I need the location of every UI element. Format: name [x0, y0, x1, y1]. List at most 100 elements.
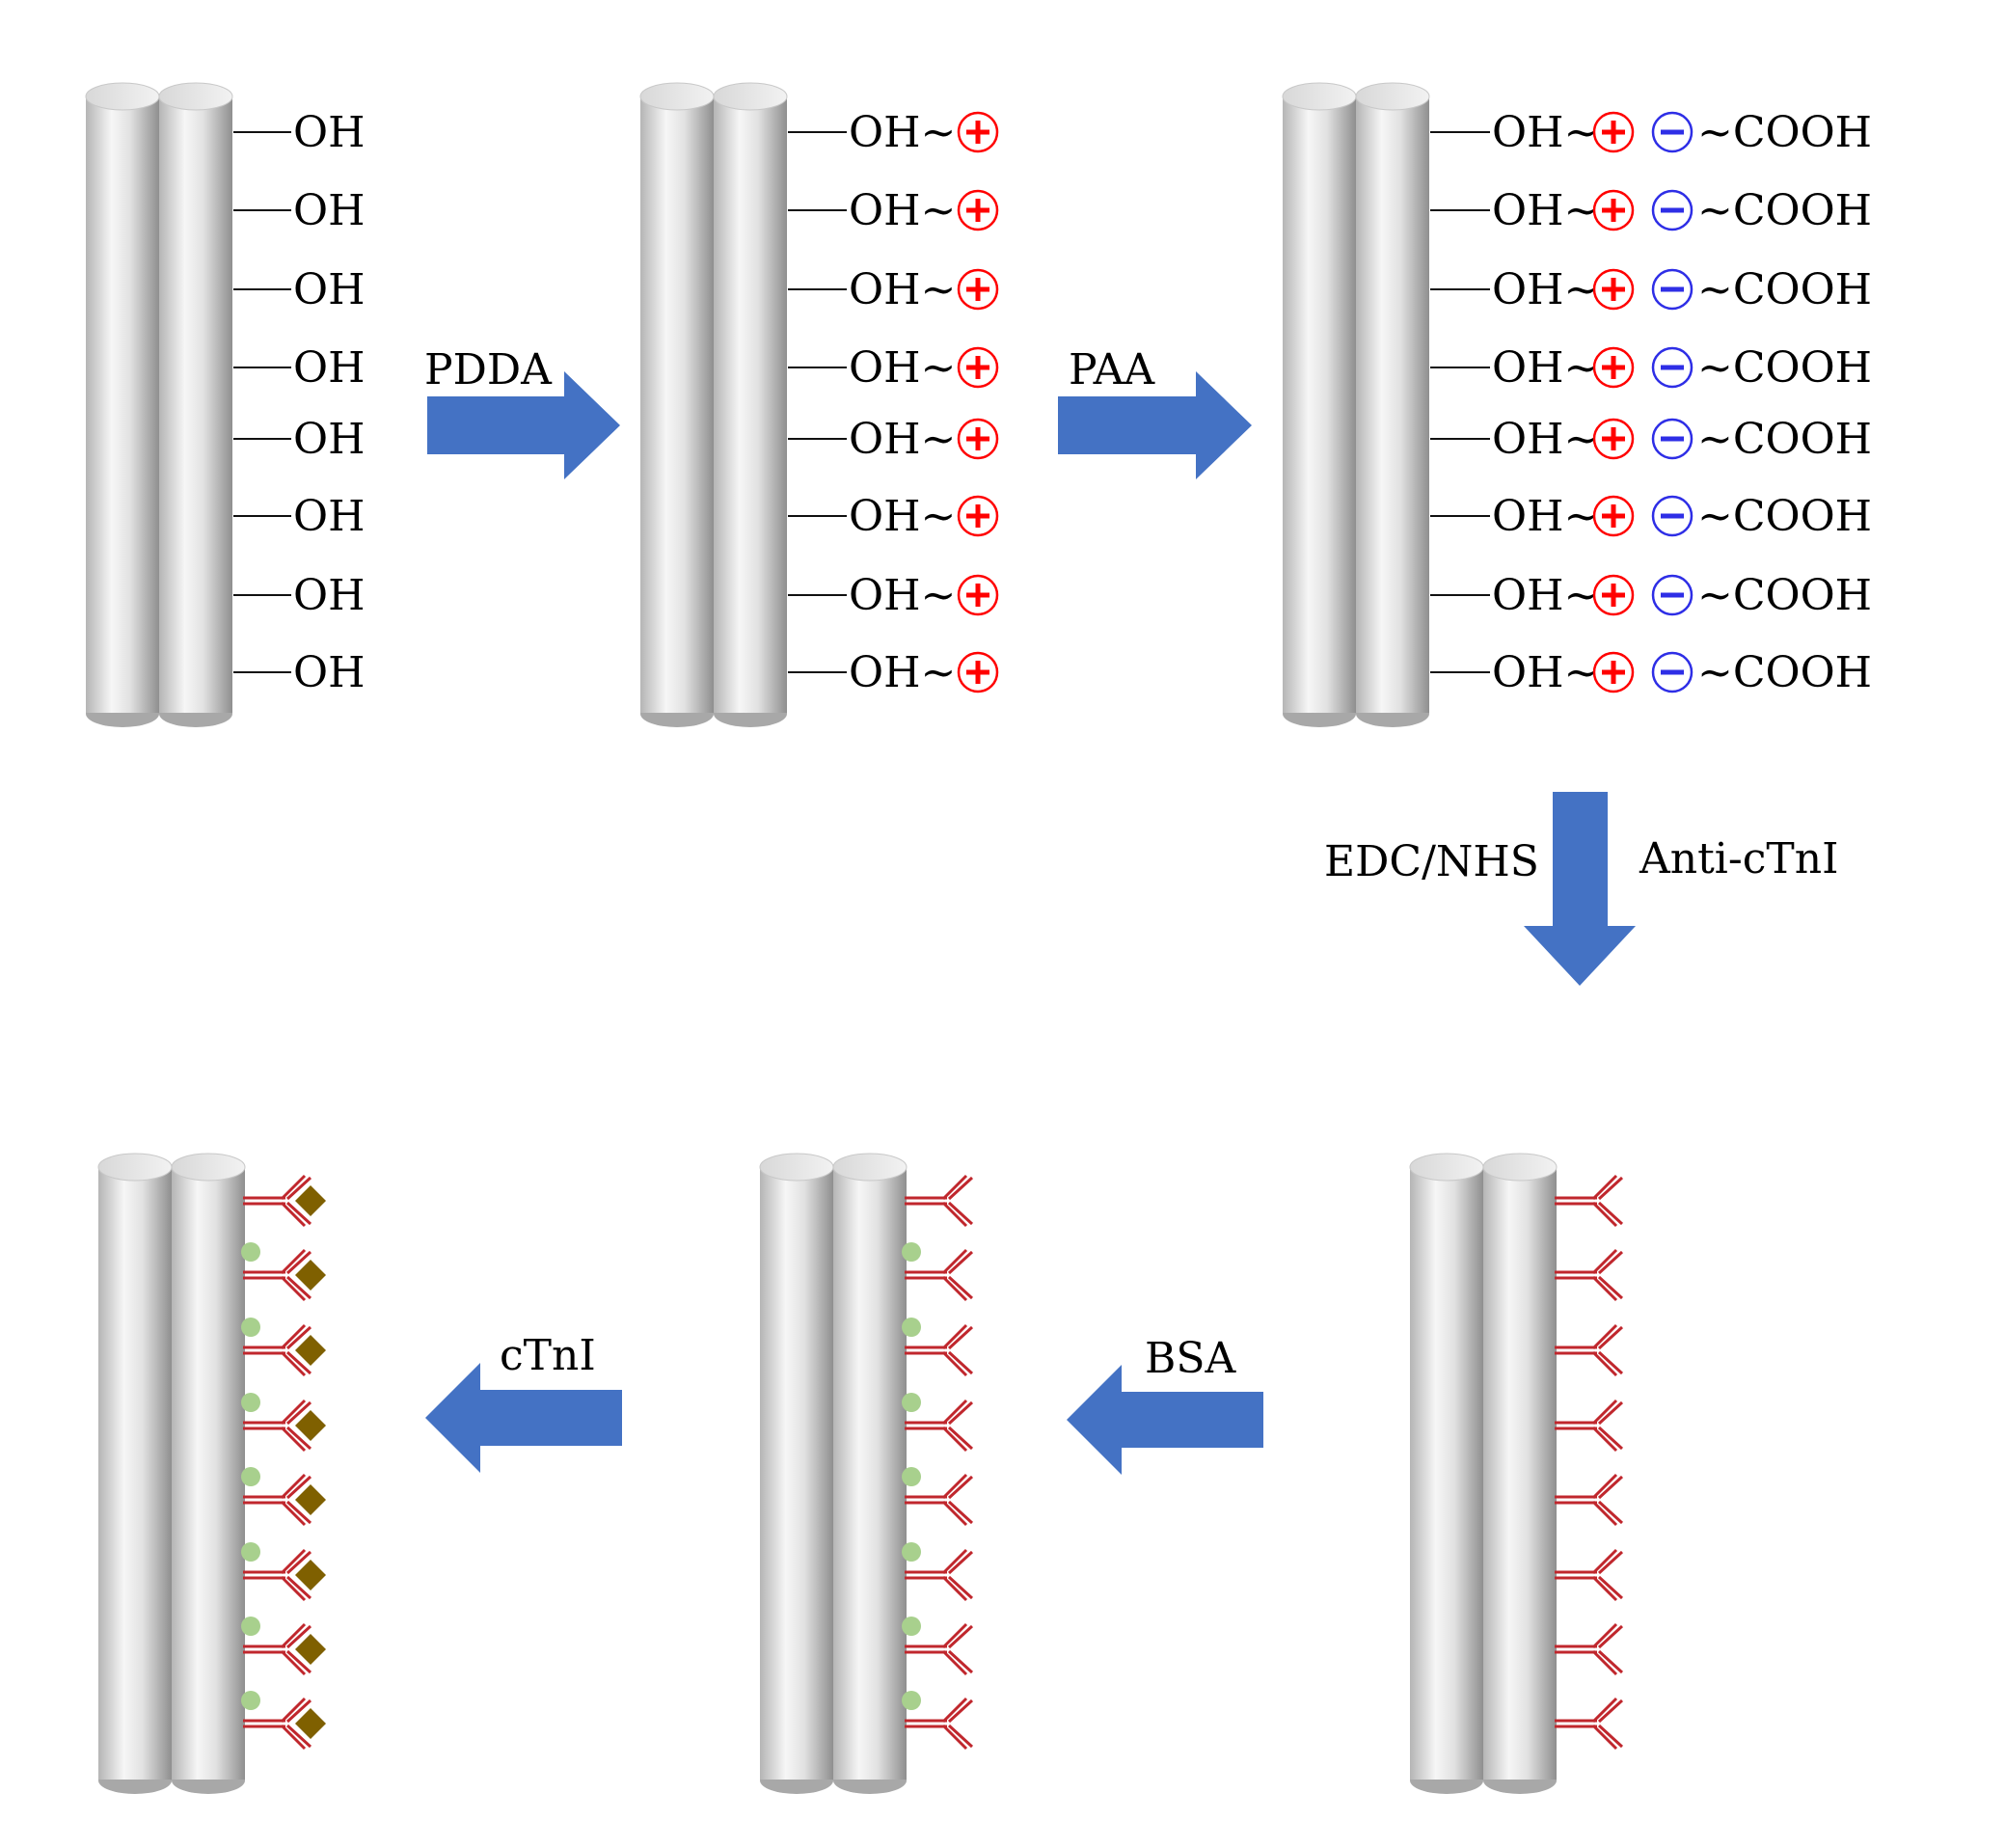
- oh-tilde-label: OH~: [1492, 571, 1599, 620]
- antibody-arm-lower: [1591, 1724, 1618, 1751]
- antibody-arm-upper: [941, 1174, 968, 1201]
- antibody-arm-upper: [947, 1325, 974, 1350]
- antibody-arm-upper: [1597, 1699, 1624, 1724]
- oh-pdda-group: OH~: [788, 186, 956, 235]
- oh-pdda-paa-group: OH~ ~COOH: [1430, 343, 1872, 393]
- oh-label: OH: [293, 492, 365, 541]
- fiber-cylinder-pair-icon: [1409, 1153, 1558, 1794]
- cylinder-top-cap: [713, 82, 788, 111]
- antibody-arm-lower: [285, 1426, 312, 1451]
- antibody-arm-upper: [1591, 1548, 1618, 1575]
- bsa-dot-icon: [241, 1393, 260, 1412]
- oh-pdda-group: OH~: [788, 415, 956, 464]
- antibody-arm-lower: [941, 1724, 968, 1751]
- oh-pdda-paa-group: OH~~COOH: [1430, 108, 1872, 157]
- y-antibody-icon: [243, 1697, 312, 1751]
- antigen-diamond-icon: [295, 1410, 326, 1441]
- cylinder-top-cap: [171, 1153, 246, 1182]
- antibody-arm-lower: [947, 1724, 974, 1749]
- y-antibody-icon: [243, 1323, 312, 1377]
- positive-charge-icon: [1592, 346, 1635, 389]
- antibody-arm-lower: [285, 1500, 312, 1525]
- oh-pdda-group: OH~: [788, 265, 956, 314]
- antibody-arm-lower: [1597, 1649, 1624, 1674]
- step-labels: PDDA PAA EDC/NHS Anti-cTnI BSA cTnI: [424, 345, 1838, 1383]
- antibody-arm-upper: [1591, 1697, 1618, 1724]
- y-antibody-icon: [905, 1473, 974, 1527]
- antibody-arm-upper: [280, 1399, 307, 1426]
- cylinder-top-cap: [85, 82, 160, 111]
- oh-pdda-paa-group: OH~~COOH: [1430, 415, 1872, 464]
- oh-tilde-label: OH~: [849, 571, 956, 620]
- cylinder-rod: [1409, 1153, 1484, 1794]
- cylinder-top-cap: [832, 1153, 908, 1182]
- antibody-arm-upper: [947, 1699, 974, 1724]
- antibody-arm-lower: [947, 1500, 974, 1525]
- cooh-label: ~COOH: [1697, 492, 1872, 541]
- oh-label: OH: [293, 571, 365, 620]
- positive-charge-icon: [957, 111, 999, 153]
- antibody-arm-upper: [280, 1174, 307, 1201]
- antibody-arm-upper: [941, 1548, 968, 1575]
- cylinder-body-overlay: [1283, 96, 1356, 713]
- antigen-diamond-icon: [295, 1185, 326, 1216]
- fiber-cylinder-pair-icon: [97, 1153, 246, 1794]
- cooh-label: ~COOH: [1697, 343, 1872, 393]
- bsa-dot-icon: [902, 1467, 921, 1486]
- antibody-arm-lower: [1591, 1350, 1618, 1377]
- antibody-arm-lower: [285, 1724, 312, 1749]
- antibody-arm-lower: [947, 1350, 974, 1375]
- antibody-arm-lower: [280, 1500, 307, 1527]
- y-antibody-icon: [1555, 1399, 1624, 1453]
- antibody-arm-upper: [285, 1550, 312, 1575]
- oh-label: OH: [293, 265, 365, 314]
- bsa-dot-icon: [241, 1242, 260, 1262]
- arrows-layer: [425, 371, 1636, 1475]
- y-antibody-icon: [243, 1548, 312, 1602]
- bsa-dot-icon: [902, 1691, 921, 1710]
- antibody-arm-upper: [941, 1697, 968, 1724]
- cylinder-rod: [759, 1153, 834, 1794]
- cylinder-top-cap: [1409, 1153, 1484, 1182]
- step-label-bsa: BSA: [1145, 1334, 1236, 1383]
- bsa-dot-icon: [902, 1542, 921, 1562]
- y-antibody-icon: [905, 1622, 974, 1676]
- cooh-label: ~COOH: [1697, 571, 1872, 620]
- arrow-down-edc: [1524, 792, 1636, 986]
- oh-label: OH: [293, 108, 365, 157]
- cylinder-rod: [639, 82, 715, 727]
- antibody-arm-lower: [1597, 1201, 1624, 1226]
- oh-group: OH: [233, 186, 365, 235]
- antibody-arm-lower: [280, 1426, 307, 1453]
- y-antibody-icon: [243, 1248, 312, 1302]
- oh-pdda-paa-group: OH~ ~COOH: [1430, 492, 1872, 541]
- oh-group: OH: [233, 343, 365, 393]
- antibody-arm-lower: [1597, 1724, 1624, 1749]
- y-antibody-icon: [905, 1248, 974, 1302]
- negative-charge-icon: [1651, 111, 1693, 153]
- antibody-arm-lower: [941, 1649, 968, 1676]
- antibody-arm-lower: [947, 1426, 974, 1451]
- antigen-diamond-icon: [295, 1560, 326, 1590]
- antibody-arm-lower: [1591, 1201, 1618, 1228]
- oh-group: OH: [233, 108, 365, 157]
- oh-pdda-group: OH~: [788, 571, 956, 620]
- step-label-anti-ctni: Anti-cTnI: [1639, 834, 1838, 883]
- y-antibody-icon: [1555, 1622, 1624, 1676]
- oh-pdda-group: OH~: [788, 343, 956, 393]
- antibody-arm-upper: [1597, 1550, 1624, 1575]
- y-antibody-icon: [905, 1399, 974, 1453]
- oh-label: OH: [293, 415, 365, 464]
- antibody-arm-lower: [1597, 1275, 1624, 1300]
- cylinder-top-cap: [1482, 1153, 1558, 1182]
- cylinder-body-overlay: [159, 96, 232, 713]
- oh-tilde-label: OH~: [1492, 343, 1599, 393]
- oh-tilde-label: OH~: [1492, 492, 1599, 541]
- cylinder-body-overlay: [1410, 1167, 1483, 1780]
- antibody-arm-upper: [1597, 1176, 1624, 1201]
- surface-groups-layer: OHOHOHOHOHOHOHOHOH~OH~OH~OH~OH~OH~OH~OH~…: [233, 108, 1872, 1751]
- antibody-arm-upper: [947, 1624, 974, 1649]
- bsa-dot-icon: [241, 1318, 260, 1337]
- antibody-arm-upper: [285, 1475, 312, 1500]
